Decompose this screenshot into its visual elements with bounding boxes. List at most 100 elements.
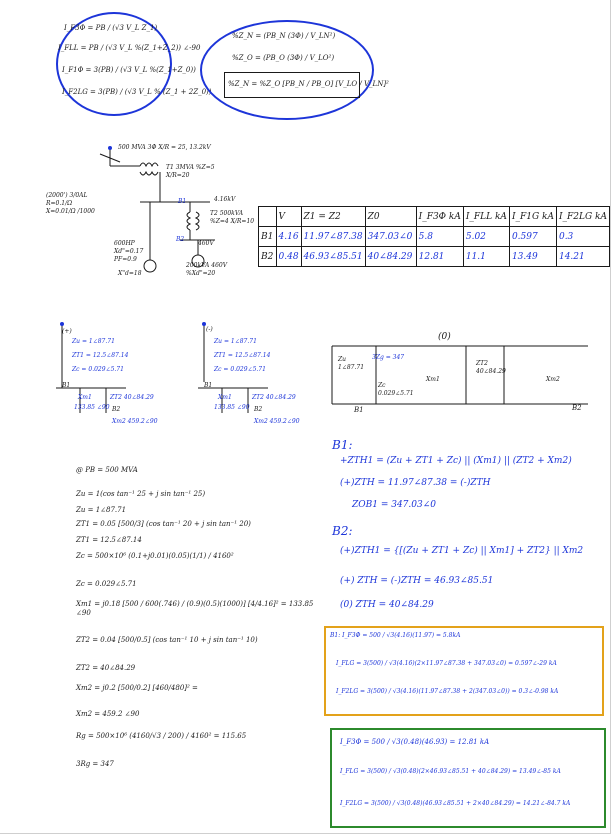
sld-motor2: 200kVA 460V %Xd"=20 <box>186 262 228 277</box>
neg-xm1: Xm1 <box>218 394 232 401</box>
table-header: I_F1G kA <box>508 206 557 227</box>
calc-line: Zc = 500×10⁶ (0.1+j0.01)(0.05)(1/1) / 41… <box>76 552 234 560</box>
calc-line: Rg = 500×10⁶ (4160/√3 / 200) / 4160² = 1… <box>76 732 247 740</box>
sld-kv: 4.16kV <box>214 196 236 203</box>
table-cell: B2 <box>258 246 277 267</box>
neg-network-label: (-) <box>206 326 213 333</box>
pu-conversion: %Z_N = %Z_O [PB_N / PB_O] [V_LO / V_LN]² <box>228 80 389 88</box>
table-cell: 12.81 <box>415 246 464 267</box>
calc-line: Zc = 0.029∠5.71 <box>76 580 137 588</box>
pos-b2: B2 <box>112 406 121 413</box>
formula-i-fll: I_FLL = PB / (√3 V_L %(Z_1+Z_2)) ∠-90 <box>58 44 201 52</box>
pos-xm2: Xm2 459.2∠90 <box>112 418 158 425</box>
table-cell: 40∠84.29 <box>364 246 417 267</box>
table-cell: 46.93∠85.51 <box>300 246 366 267</box>
table-header-row: V Z1 = Z2 Z0 I_F3Φ kA I_FLL kA I_F1G kA … <box>258 206 611 227</box>
table-cell: 5.02 <box>462 226 510 247</box>
table-header: I_F3Φ kA <box>415 206 464 227</box>
pos-zc: Zc = 0.029∠5.71 <box>72 366 124 373</box>
formula-i-f1: I_F1Φ = 3(PB) / (√3 V_L %(Z_1+Z_0)) <box>62 66 196 74</box>
neg-b2: B2 <box>254 406 263 413</box>
sequence-networks <box>56 322 588 413</box>
sld-line: (2000') 3/0AL R=0.1/Ω X=0.01/Ω /1000 <box>46 192 95 215</box>
sld-b2: B2 <box>176 236 185 243</box>
table-cell: 0.597 <box>508 226 557 247</box>
right-line: (0) ZTH = 40∠84.29 <box>340 600 434 610</box>
table-cell: 13.49 <box>508 246 557 267</box>
b2-result-f2lg: I_F2LG = 3(500) / √3(0.48)(46.93∠85.51 +… <box>340 800 571 807</box>
b1-result-3ph: B1: I_F3Φ = 500 / √3(4.16)(11.97) = 5.8k… <box>330 632 461 639</box>
right-line: ZOB1 = 347.03∠0 <box>352 500 436 510</box>
zero-3zg: 3Zg = 347 <box>372 354 405 361</box>
zero-zc: Zc 0.029∠5.71 <box>378 382 414 397</box>
calc-line: Zu = 1∠87.71 <box>76 506 127 514</box>
b1-results-box <box>324 626 604 716</box>
table-row: B2 0.48 46.93∠85.51 40∠84.29 12.81 11.1 … <box>258 246 611 267</box>
pos-zt2: ZT2 40∠84.29 <box>110 394 154 401</box>
per-unit-oval <box>200 20 374 120</box>
formula-i-f2lg: I_F2LG = 3(PB) / (√3 V_L % (Z_1 + 2Z_0)) <box>62 88 212 96</box>
zero-network-label: (0) <box>438 332 451 342</box>
b2-result-flg: I_FLG = 3(500) / √3(0.48)(2×46.93∠85.51 … <box>340 768 561 775</box>
single-line-diagram <box>99 146 215 273</box>
table-cell: 11.97∠87.38 <box>300 226 366 247</box>
table-cell: 0.3 <box>555 226 611 247</box>
table-cell: 11.1 <box>462 246 510 267</box>
table-cell: 5.8 <box>415 226 464 247</box>
calc-line: Xm2 = 459.2 ∠90 <box>76 710 140 718</box>
calc-line: Xm1 = j0.18 [500 / 600(.746) / (0.9)(0.5… <box>76 600 314 617</box>
table-cell: B1 <box>258 226 277 247</box>
fault-formula-oval <box>56 12 172 116</box>
table-header: I_FLL kA <box>462 206 510 227</box>
right-line: (+) ZTH = (-)ZTH = 46.93∠85.51 <box>340 576 494 586</box>
pos-zt1: ZT1 = 12.5∠87.14 <box>72 352 129 359</box>
zero-b2: B2 <box>572 404 582 412</box>
pos-val1: 133.85 ∠90 <box>74 404 110 411</box>
pos-b1: B1 <box>62 382 71 389</box>
right-b1-heading: B1: <box>332 438 353 452</box>
table-cell: 0.48 <box>275 246 302 267</box>
neg-xm2: Xm2 459.2∠90 <box>254 418 300 425</box>
neg-zt1: ZT1 = 12.5∠87.14 <box>214 352 271 359</box>
table-cell: 14.21 <box>555 246 611 267</box>
sld-m1x: X"d=18 <box>118 270 142 277</box>
calc-line: Zu = 1(cos tan⁻¹ 25 + j sin tan⁻¹ 25) <box>76 490 206 498</box>
right-line: +ZTH1 = (Zu + ZT1 + Zc) || (Xm1) || (ZT2… <box>340 456 572 466</box>
table-header: Z0 <box>364 206 417 227</box>
b1-result-f2lg: I_F2LG = 3(500) / √3(4.16)(11.97∠87.38 +… <box>336 688 559 695</box>
formula-i-f3: I_F3Φ = PB / (√3 V_L Z_1) <box>64 24 158 32</box>
table-header: V <box>275 206 302 227</box>
right-line: (+)ZTH = 11.97∠87.38 = (-)ZTH <box>340 478 491 488</box>
table-header: Z1 = Z2 <box>300 206 366 227</box>
neg-val1: 133.85 ∠90 <box>214 404 250 411</box>
neg-b1: B1 <box>204 382 213 389</box>
pu-zo: %Z_O = (PB_O (3Φ) / V_LO²) <box>232 54 335 62</box>
zero-zt2: ZT2 40∠84.29 <box>476 360 506 375</box>
table-header <box>258 206 277 227</box>
neg-zt2: ZT2 40∠84.29 <box>252 394 296 401</box>
table-header: I_F2LG kA <box>555 206 611 227</box>
table-row: B1 4.16 11.97∠87.38 347.03∠0 5.8 5.02 0.… <box>258 226 611 247</box>
sld-460: 460V <box>198 240 214 247</box>
pos-network-label: (+) <box>62 328 72 335</box>
zero-xm2: Xm2 <box>546 376 560 383</box>
sld-motor1: 600HP Xd"=0.17 PF=0.9 <box>114 240 144 263</box>
neg-zc: Zc = 0.029∠5.71 <box>214 366 266 373</box>
sld-t2: T2 500kVA %Z=4 X/R=10 <box>210 210 255 225</box>
zero-xm1: Xm1 <box>426 376 440 383</box>
sld-source: 500 MVA 3Φ X/R = 25, 13.2kV <box>118 144 211 151</box>
results-table: V Z1 = Z2 Z0 I_F3Φ kA I_FLL kA I_F1G kA … <box>258 206 611 267</box>
pos-zu: Zu = 1∠87.71 <box>72 338 115 345</box>
calc-pb: @ PB = 500 MVA <box>76 466 138 474</box>
calc-line: ZT1 = 0.05 [500/3] (cos tan⁻¹ 20 + j sin… <box>76 520 251 528</box>
b2-result-3ph: I_F3Φ = 500 / √3(0.48)(46.93) = 12.81 kA <box>340 738 490 746</box>
pu-conversion-box <box>224 72 360 98</box>
b2-results-box <box>330 728 606 828</box>
table-cell: 4.16 <box>275 226 302 247</box>
zero-zu: Zu 1∠87.71 <box>338 356 365 371</box>
table-cell: 347.03∠0 <box>364 226 417 247</box>
calc-line: ZT2 = 40∠84.29 <box>76 664 136 672</box>
right-line: (+)ZTH1 = {[(Zu + ZT1 + Zc) || Xm1] + ZT… <box>340 546 584 556</box>
calc-line: ZT2 = 0.04 [500/0.5] (cos tan⁻¹ 10 + j s… <box>76 636 258 644</box>
